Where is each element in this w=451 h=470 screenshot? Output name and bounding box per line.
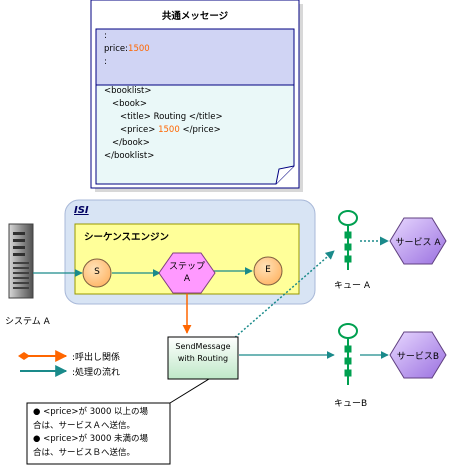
queue-a-label: キュー A — [334, 281, 371, 291]
step-a-node — [158, 252, 216, 294]
message-card-title: 共通メッセージ — [161, 11, 229, 22]
isi-label: ISI — [74, 205, 89, 216]
note-text: ● <price>が 3000 以上の場 合は、サービスＡへ送信。 ● <pri… — [33, 406, 148, 460]
send-message-line1: SendMessage — [175, 342, 231, 351]
xml-price-line: <price> 1500 </price> — [104, 124, 223, 137]
price-line: price:1500 — [104, 43, 150, 56]
note-callout-line — [169, 378, 210, 404]
xml-price-open: <price> — [120, 125, 156, 135]
service-a-label: サービス A — [395, 238, 441, 248]
xml-body: <booklist> <book> <title> Routing </titl… — [104, 85, 223, 163]
end-node-label: E — [265, 265, 271, 275]
engine-title: シーケンスエンジン — [84, 232, 170, 243]
price-value: 1500 — [128, 44, 150, 54]
xml-line: <title> Routing </title> — [120, 112, 223, 122]
legend-call-arrow-tail — [18, 352, 30, 360]
start-node — [82, 258, 112, 288]
xml-price-value: 1500 — [158, 125, 180, 135]
send-message-line2: with Routing — [177, 354, 229, 363]
message-card-shape — [90, 0, 303, 192]
xml-line: </book> — [112, 138, 150, 148]
note-line: 合は、サービスＡへ送信。 — [33, 420, 136, 431]
note-line: 合は、サービスＢへ送信。 — [33, 447, 136, 458]
send-message-label: SendMessage with Routing — [168, 341, 238, 365]
xml-line: <book> — [112, 99, 147, 109]
note-box — [26, 402, 171, 465]
header-line: : — [104, 57, 107, 67]
note-line: ● <price>が 3000 未満の場 — [33, 434, 149, 444]
note-line: ● <price>が 3000 以上の場 — [33, 407, 149, 417]
xml-line: </booklist> — [104, 151, 155, 161]
queue-b-label: キューB — [334, 399, 368, 409]
queue-b-icon — [338, 323, 358, 385]
start-node-label: S — [94, 267, 100, 277]
end-node — [253, 256, 283, 286]
service-a-shape — [389, 217, 447, 265]
xml-price-close: </price> — [182, 125, 221, 135]
step-a-label: ステップ A — [159, 261, 215, 285]
xml-line: <booklist> — [104, 86, 152, 96]
step-a-label-line1: ステップ — [168, 262, 205, 272]
step-a-label-line2: A — [183, 274, 191, 284]
server-icon — [8, 223, 34, 299]
service-b-shape — [389, 331, 447, 379]
price-key: price: — [104, 44, 129, 54]
queue-a-icon — [338, 210, 358, 270]
legend-flow-label: :処理の流れ — [72, 368, 121, 378]
service-b-label: サービスB — [396, 352, 440, 362]
legend-call-label: :呼出し関係 — [72, 353, 121, 363]
send-message-box — [167, 336, 239, 380]
system-a-label: システム A — [5, 317, 50, 327]
header-line: : — [104, 31, 107, 41]
message-header: : price:1500 : — [104, 30, 150, 69]
dotted-arrow-send-to-queue-a — [231, 250, 335, 341]
